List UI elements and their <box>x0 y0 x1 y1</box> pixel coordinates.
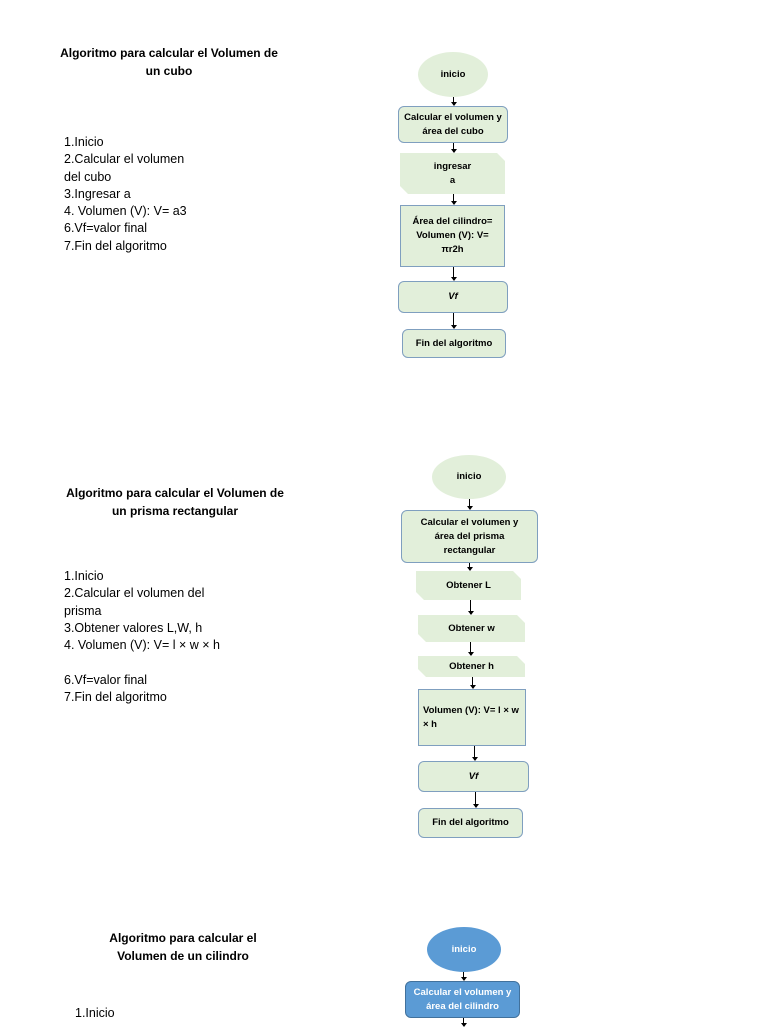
flow-end: Fin del algoritmo <box>402 329 506 358</box>
arrow <box>472 792 479 808</box>
flow-process: Volumen (V): V= l × w × h <box>418 689 526 746</box>
flow-process: Vf <box>418 761 529 792</box>
flow-end: Fin del algoritmo <box>418 808 523 838</box>
arrow <box>469 677 476 689</box>
section-title: Algoritmo para calcular el Volumen de un… <box>109 931 257 963</box>
arrow <box>466 563 473 571</box>
flow-input: Obtener h <box>418 656 525 677</box>
flow-start: inicio <box>427 927 501 972</box>
arrow <box>450 267 457 281</box>
flow-input: ingresar a <box>400 153 505 194</box>
step-list: 1.Inicio 2.Calcular el volumen del cubo … <box>64 135 187 253</box>
arrow <box>467 642 474 656</box>
flow-input: Obtener L <box>416 571 521 600</box>
arrow <box>460 972 467 981</box>
arrow <box>467 600 474 615</box>
arrow <box>450 143 457 153</box>
arrow <box>450 97 457 106</box>
flow-start: inicio <box>418 52 488 97</box>
arrow <box>466 499 473 510</box>
flow-process: Calcular el volumen y área del cilindro <box>405 981 520 1018</box>
step-list: 1.Inicio 2.Calcular el volumen del prism… <box>64 569 220 705</box>
flow-process: Calcular el volumen y área del cubo <box>398 106 508 143</box>
section-title: Algoritmo para calcular el Volumen de un… <box>60 46 278 78</box>
arrow <box>450 194 457 205</box>
flow-process: Calcular el volumen y área del prisma re… <box>401 510 538 563</box>
flow-start: inicio <box>432 455 506 499</box>
arrow <box>460 1018 467 1027</box>
step-list: 1.Inicio <box>75 1006 115 1020</box>
arrow <box>471 746 478 761</box>
flow-process: Área del cilindro= Volumen (V): V= πr2h <box>400 205 505 267</box>
flow-input: Obtener w <box>418 615 525 642</box>
section-title: Algoritmo para calcular el Volumen de un… <box>66 486 284 518</box>
arrow <box>450 313 457 329</box>
flow-process: Vf <box>398 281 508 313</box>
